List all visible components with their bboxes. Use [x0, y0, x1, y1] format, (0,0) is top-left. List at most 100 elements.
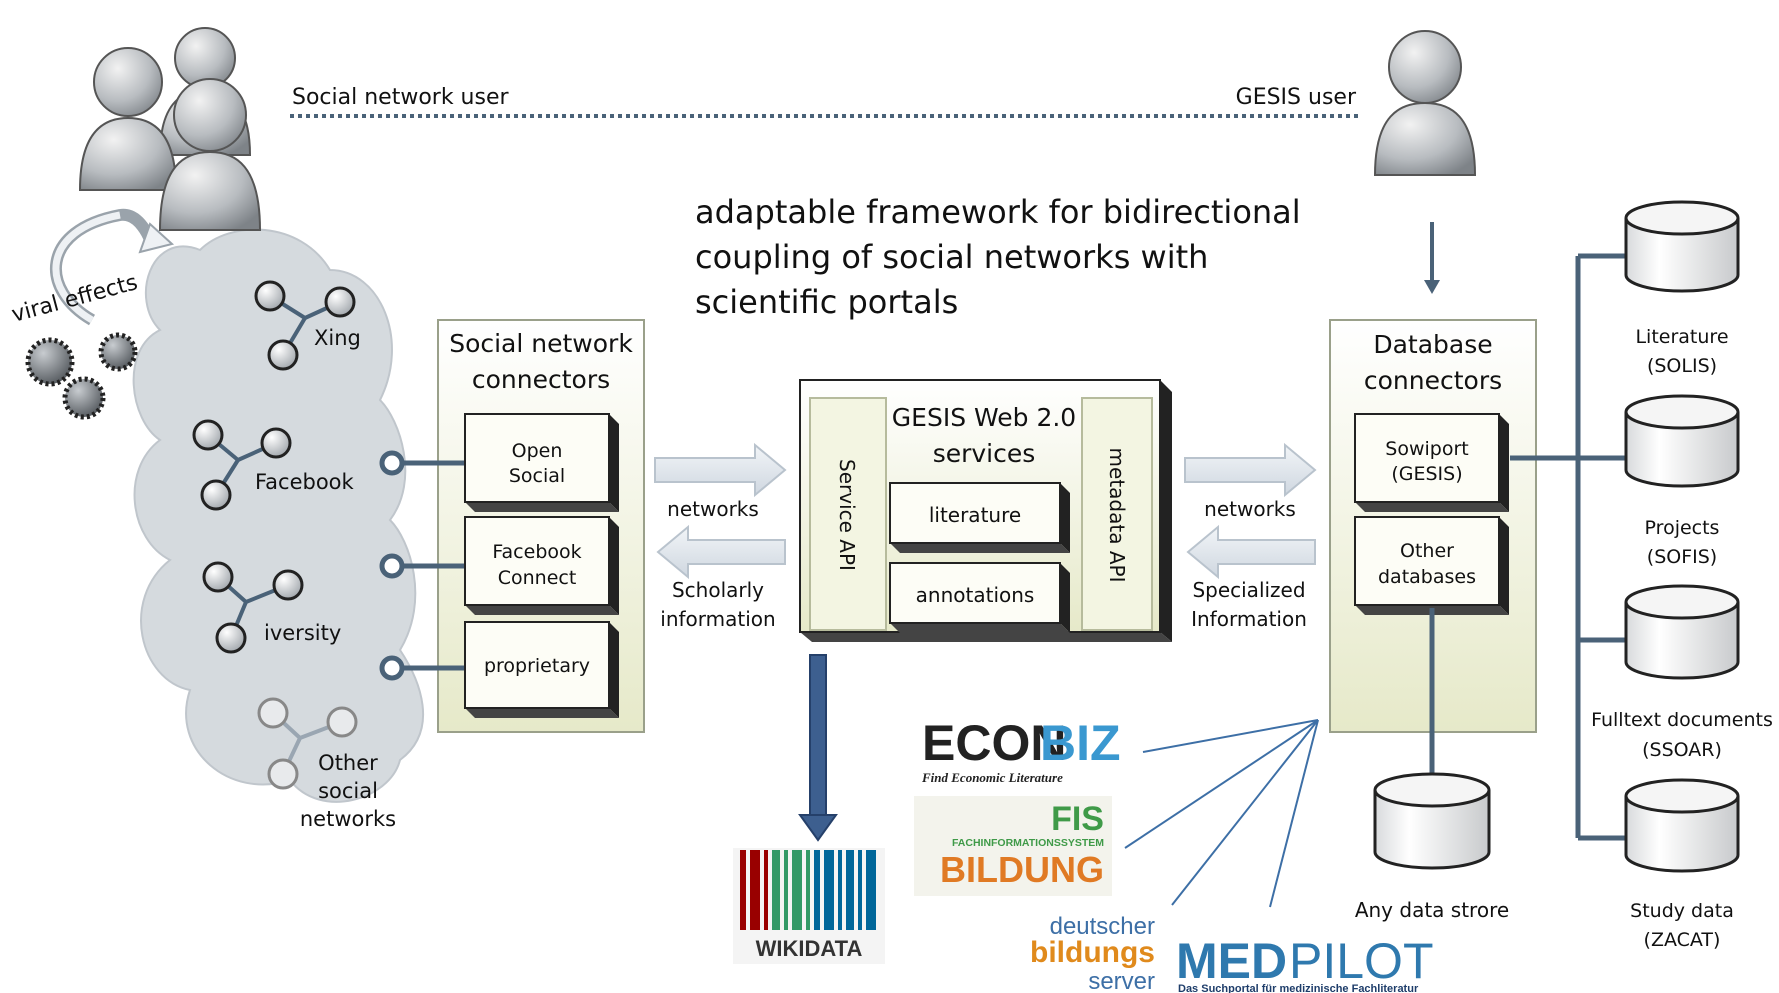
- fis-bildung-logo: FIS FACHINFORMATIONSSYSTEM BILDUNG: [914, 796, 1112, 896]
- medpilot-wordmark-med: MED: [1176, 933, 1287, 989]
- headline-line-2: coupling of social networks with: [695, 238, 1208, 276]
- xing-network-icon: [254, 280, 356, 371]
- headline-line-3: scientific portals: [695, 283, 958, 321]
- database-cylinder-sofis: [1624, 394, 1740, 488]
- database-bus-lines: [1510, 253, 1626, 841]
- right-networks-label: networks: [1204, 497, 1296, 521]
- database-connectors-panel: Database connectors Sowiport (GESIS) Oth…: [1329, 319, 1537, 733]
- specialized-label-2: Information: [1191, 607, 1307, 631]
- database-cylinder-ssoar: [1624, 584, 1740, 680]
- iversity-label: iversity: [264, 621, 341, 645]
- database-cylinder-any-store: [1373, 772, 1491, 870]
- other-networks-label-3: networks: [300, 807, 396, 831]
- facebook-connect-box: Facebook Connect: [464, 516, 619, 615]
- sofis-label-2: (SOFIS): [1647, 546, 1717, 568]
- connector-pin-open-social: [379, 450, 465, 476]
- other-networks-label-1: Other: [318, 751, 378, 775]
- sowiport-label-2: (GESIS): [1391, 463, 1462, 485]
- partner-fan-lines: [1124, 719, 1319, 908]
- other-networks-label-2: social: [318, 779, 378, 803]
- other-databases-box: Other databases: [1354, 516, 1509, 615]
- econbiz-tagline: Find Economic Literature: [921, 770, 1063, 785]
- ssoar-label-1: Fulltext documents: [1591, 709, 1773, 731]
- specialized-arrow-left: [1186, 524, 1316, 580]
- social-network-connectors-panel: Social network connectors Open Social: [379, 319, 645, 733]
- database-cylinder-solis: [1624, 200, 1740, 293]
- social-network-user-label: Social network user: [292, 85, 509, 110]
- open-social-label-2: Social: [509, 465, 565, 487]
- other-databases-label-2: databases: [1378, 566, 1476, 588]
- literature-box: literature: [889, 482, 1070, 553]
- gesis-user-label: GESIS user: [1236, 85, 1357, 110]
- proprietary-label: proprietary: [484, 655, 590, 677]
- solis-label-1: Literature: [1635, 326, 1728, 348]
- scholarly-label-1: Scholarly: [672, 578, 764, 602]
- service-api-label: Service API: [835, 459, 859, 571]
- wikidata-logo: WIKIDATA: [733, 848, 885, 964]
- database-cylinder-zacat: [1624, 778, 1740, 873]
- facebook-label: Facebook: [255, 470, 355, 494]
- networks-arrow-left-to-right: [654, 442, 787, 498]
- gesis-services-box: GESIS Web 2.0 services Service API metad…: [799, 379, 1172, 642]
- social-network-users-icon: [78, 27, 262, 231]
- scholarly-arrow-right-to-left: [656, 524, 786, 580]
- other-network-icon: [257, 697, 358, 790]
- econbiz-wordmark-econ: ECON: [922, 715, 1066, 771]
- gesis-user-icon: [1373, 30, 1477, 176]
- open-social-label-1: Open: [512, 440, 563, 462]
- specialized-label-1: Specialized: [1192, 578, 1305, 602]
- zacat-label-2: (ZACAT): [1644, 929, 1721, 951]
- social-connectors-title-1: Social network: [449, 329, 633, 358]
- medpilot-tagline: Das Suchportal für medizinische Fachlite…: [1178, 983, 1419, 993]
- dbs-line-1: deutscher: [1050, 913, 1155, 940]
- iversity-network-icon: [202, 561, 304, 654]
- sowiport-box: Sowiport (GESIS): [1354, 413, 1509, 512]
- annotations-box: annotations: [889, 562, 1070, 633]
- econbiz-wordmark-biz: BIZ: [1040, 715, 1121, 771]
- other-databases-label-1: Other: [1400, 540, 1454, 562]
- metadata-api-label: metadata API: [1105, 448, 1129, 583]
- sofis-label-1: Projects: [1645, 517, 1720, 539]
- left-networks-label: networks: [667, 497, 759, 521]
- ssoar-label-2: (SSOAR): [1642, 739, 1722, 761]
- connector-pin-proprietary: [379, 655, 465, 681]
- db-connectors-title-2: connectors: [1364, 366, 1502, 395]
- social-connectors-title-2: connectors: [472, 365, 610, 394]
- zacat-label-1: Study data: [1630, 900, 1734, 922]
- fis-wordmark: FIS: [1051, 800, 1104, 838]
- viral-effects-label: viral effects: [9, 270, 140, 328]
- virus-icon: [25, 332, 138, 420]
- open-social-box: Open Social: [464, 413, 619, 512]
- facebook-network-icon: [192, 419, 292, 511]
- fis-tagline: FACHINFORMATIONSSYSTEM: [952, 837, 1104, 849]
- facebook-connect-label-1: Facebook: [492, 541, 581, 563]
- literature-label: literature: [929, 503, 1021, 527]
- any-data-store-label: Any data strore: [1355, 898, 1509, 922]
- services-title-2: services: [933, 439, 1036, 468]
- gesis-user-down-arrow: [1424, 222, 1440, 294]
- medpilot-wordmark-pilot: PILOT: [1289, 933, 1433, 989]
- solis-label-2: (SOLIS): [1647, 355, 1717, 377]
- services-title-1: GESIS Web 2.0: [892, 403, 1076, 432]
- econbiz-logo: ECON BIZ Find Economic Literature: [921, 715, 1121, 785]
- social-network-cloud: [132, 228, 425, 803]
- xing-label: Xing: [314, 326, 361, 350]
- facebook-connect-label-2: Connect: [498, 567, 577, 589]
- deutscher-bildungsserver-logo: deutscher bildungs server: [1030, 913, 1155, 993]
- sowiport-label-1: Sowiport: [1385, 438, 1468, 460]
- bildung-wordmark: BILDUNG: [940, 849, 1104, 890]
- annotations-label: annotations: [916, 583, 1035, 607]
- proprietary-box: proprietary: [464, 621, 619, 718]
- connector-pin-facebook-connect: [379, 553, 465, 579]
- wikidata-barcode: [740, 850, 876, 930]
- db-connectors-title-1: Database: [1373, 330, 1492, 359]
- dbs-line-3: server: [1088, 968, 1155, 993]
- scholarly-label-2: information: [660, 607, 775, 631]
- headline-line-1: adaptable framework for bidirectional: [695, 193, 1301, 231]
- viral-effects-arrow: [50, 208, 175, 326]
- medpilot-logo: MED PILOT Das Suchportal für medizinisch…: [1176, 933, 1433, 993]
- dbs-line-2: bildungs: [1030, 936, 1155, 969]
- wikidata-wordmark: WIKIDATA: [756, 936, 863, 961]
- wikidata-down-arrow: [798, 654, 838, 842]
